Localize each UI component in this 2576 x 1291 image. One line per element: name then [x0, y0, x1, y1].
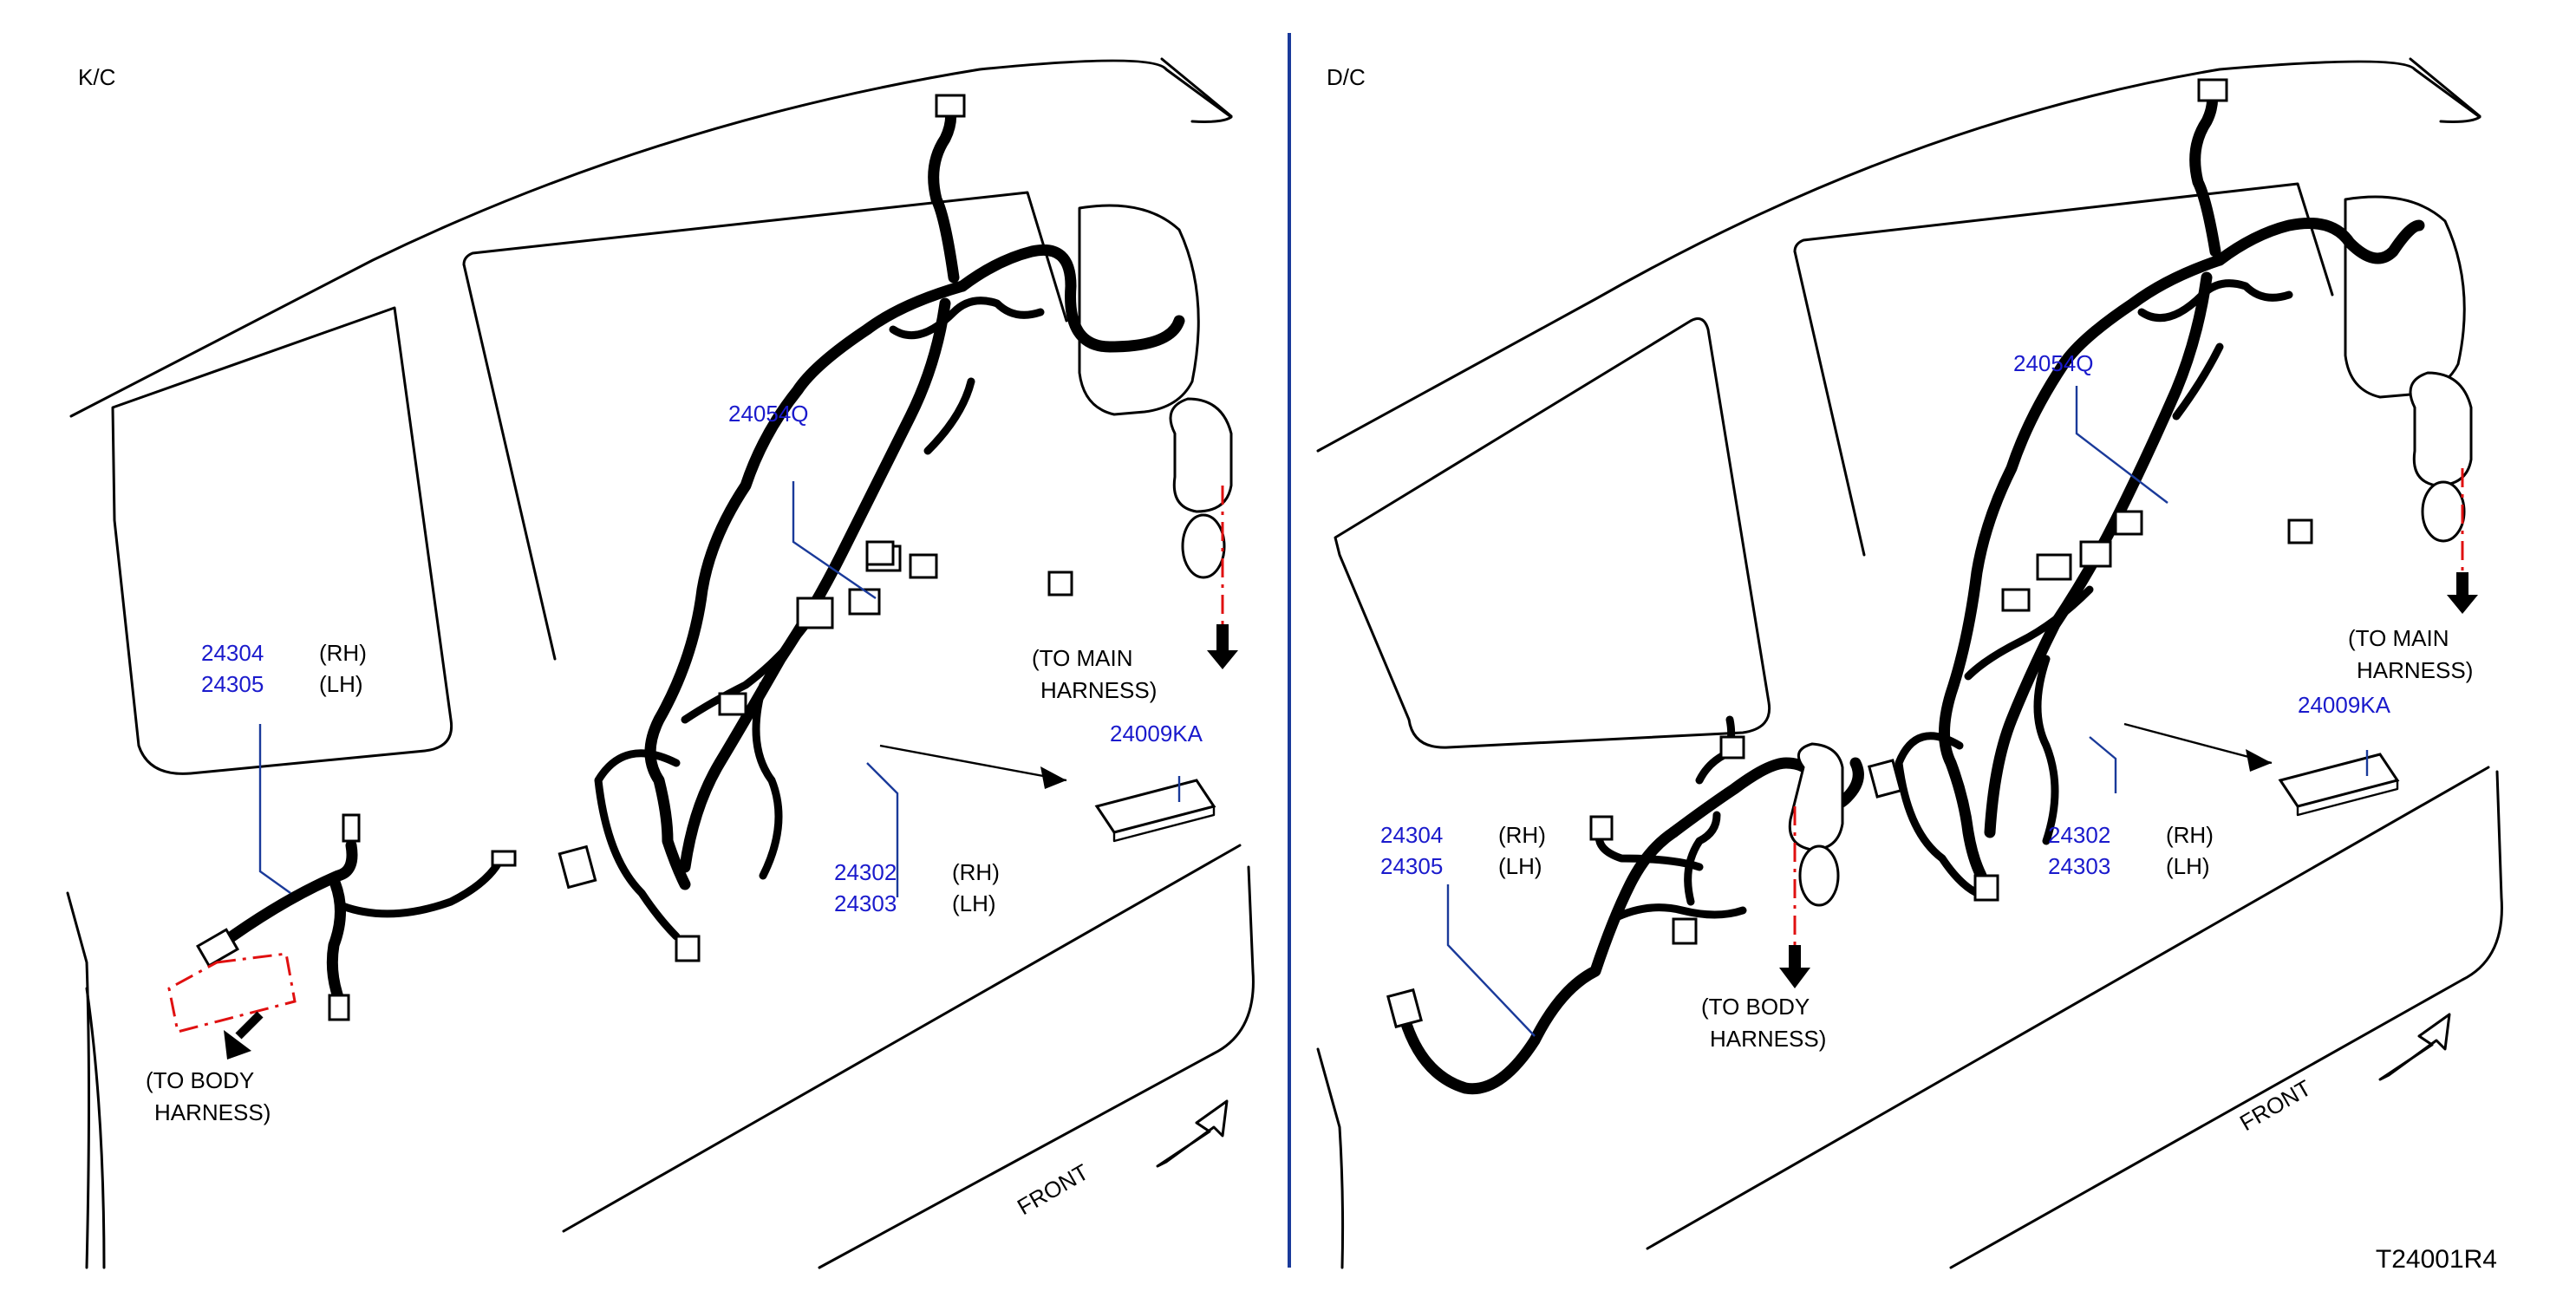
- kc-part-24304-side: (RH): [319, 640, 367, 666]
- dc-grommet: [2409, 371, 2473, 487]
- kc-connector-right: [1047, 571, 1073, 597]
- kc-main-harness-note-1: (TO MAIN: [1032, 645, 1133, 671]
- kc-part-24302: 24302: [834, 859, 897, 885]
- kc-connector-cluster-a: [796, 597, 834, 629]
- kc-part-24054Q: 24054Q: [728, 401, 809, 427]
- dc-main-arrow-head: [2447, 595, 2478, 614]
- kc-part-24303-side: (LH): [952, 890, 996, 916]
- dc-body-harness-note-2: HARNESS): [1710, 1026, 1826, 1052]
- dc-part-24009KA-shape: [2278, 753, 2400, 808]
- dc-part-24305-side: (LH): [1498, 853, 1542, 879]
- kc-connector-lower-left: [718, 692, 747, 716]
- kc-leader-24054q: [792, 481, 877, 599]
- dc-connector-cluster-b: [2079, 540, 2112, 568]
- dc-main-harness: [1867, 78, 2478, 902]
- kc-main-connector-left: [558, 844, 597, 890]
- dc-part-24304-side: (RH): [1498, 822, 1546, 848]
- dc-leader-24302: [2089, 736, 2117, 793]
- dc-rear-connector-b: [1719, 735, 1745, 760]
- kc-part-24305: 24305: [201, 671, 264, 697]
- dc-rear-harness: [1386, 715, 1864, 1095]
- kc-grommet: [1169, 397, 1233, 513]
- kc-rear-connector-bottom: [328, 994, 350, 1021]
- dc-part-24009KA: 24009KA: [2298, 692, 2391, 718]
- dc-connector-cluster-a: [2036, 553, 2072, 581]
- dc-rear-connector-left: [1386, 988, 1423, 1029]
- kc-rear-connector-right: [491, 850, 517, 867]
- kc-main-harness: [558, 94, 1238, 962]
- dc-part-24304: 24304: [1380, 822, 1443, 848]
- kc-connector-cluster-c: [865, 540, 895, 566]
- diagram-code: T24001R4: [2376, 1245, 2497, 1274]
- panel-kc: K/C: [66, 57, 1255, 1269]
- kc-part-24304: 24304: [201, 640, 264, 666]
- dc-part-24303-side: (LH): [2166, 853, 2210, 879]
- kc-main-connector-top: [935, 94, 966, 118]
- kc-rear-connector-left: [195, 928, 240, 968]
- dc-front-arrow: [2378, 1013, 2451, 1081]
- dc-connector-right: [2287, 518, 2313, 544]
- dc-main-connector-bottom: [1973, 874, 1999, 902]
- dc-part-24302-side: (RH): [2166, 822, 2214, 848]
- kc-clip-24054q: [909, 553, 938, 579]
- kc-rear-harness: [167, 813, 517, 1060]
- dc-body-harness-note-1: (TO BODY: [1701, 994, 1810, 1020]
- dc-main-connector-top: [2197, 78, 2228, 102]
- dc-truck-body: [1316, 57, 2503, 1269]
- dc-part-24303: 24303: [2048, 853, 2110, 879]
- kc-front-arrow: [1156, 1099, 1229, 1168]
- kc-body-harness-note-1: (TO BODY: [146, 1067, 254, 1093]
- dc-main-harness-note-1: (TO MAIN: [2348, 625, 2449, 651]
- dc-grommet-seal: [2421, 480, 2466, 543]
- dc-clip-24054q: [2114, 510, 2143, 536]
- kc-connector-cluster-b: [848, 588, 881, 616]
- dc-leader-24054q: [2075, 386, 2168, 504]
- kc-main-connector-bottom: [675, 935, 701, 962]
- dc-rear-grommet-seal: [1798, 844, 1840, 907]
- dc-leader-24304: [1446, 884, 1536, 1037]
- kc-body-arrow-head: [224, 1030, 251, 1060]
- kc-body-harness-note-2: HARNESS): [154, 1099, 271, 1125]
- kc-grommet-seal: [1181, 513, 1226, 579]
- dc-part-24305: 24305: [1380, 853, 1443, 879]
- dc-main-harness-note-2: HARNESS): [2357, 657, 2473, 683]
- dc-body-arrow-head: [1779, 968, 1810, 988]
- kc-part-24009KA: 24009KA: [1110, 720, 1203, 747]
- dc-main-connector-left: [1867, 759, 1903, 799]
- kc-main-harness-note-2: HARNESS): [1040, 677, 1157, 703]
- kc-leader-24304: [258, 724, 291, 894]
- panel-dc: D/C: [1316, 57, 2503, 1269]
- dc-part-24054Q: 24054Q: [2013, 350, 2094, 376]
- dc-rear-connector-c: [1672, 917, 1698, 945]
- kc-leader-24302: [866, 762, 899, 897]
- dc-rear-grommet: [1788, 742, 1844, 851]
- kc-part-24302-side: (RH): [952, 859, 1000, 885]
- kc-part-24009KA-shape: [1094, 779, 1216, 834]
- dc-rear-connector-a: [1589, 815, 1614, 841]
- kc-rear-connector-top: [342, 813, 361, 843]
- kc-body-arrow-shaft: [235, 1011, 264, 1040]
- kc-front-label: FRONT: [1013, 1158, 1093, 1220]
- dc-part-24302: 24302: [2048, 822, 2110, 848]
- kc-main-arrow-head: [1207, 650, 1238, 669]
- kc-variant-label: K/C: [78, 64, 115, 90]
- kc-truck-body: [66, 57, 1255, 1269]
- dc-connector-upper-left: [2001, 588, 2031, 612]
- kc-part-24305-side: (LH): [319, 671, 363, 697]
- dc-variant-label: D/C: [1327, 64, 1366, 90]
- kc-part-24303: 24303: [834, 890, 897, 916]
